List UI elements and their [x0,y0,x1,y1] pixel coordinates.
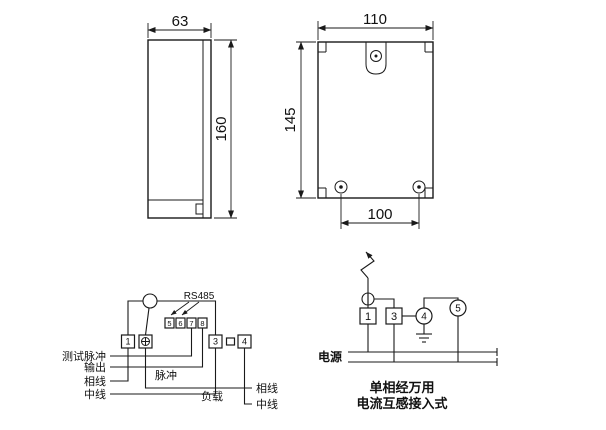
pulse-label: 脉冲 [155,368,177,382]
front-corner-mark-br [424,187,433,198]
load-neutral-label: 中线 [256,397,278,411]
output-label: 输出 [84,360,106,374]
ct-caption-line1: 单相经万用 [369,380,434,395]
aux-terminal-5-label: 5 [167,319,171,328]
wire-4-to-5 [423,297,459,308]
phase-in-label: 相线 [84,374,106,388]
front-corner-mark-tr [424,42,433,53]
ct-terminal-4-label: 4 [421,312,427,323]
terminal-link-box [225,337,236,346]
aux-terminal-6-box [175,317,186,329]
wire-coil-out [144,307,150,336]
mounting-hole-left [334,180,348,194]
wire-load-phase [144,348,252,389]
earth-ground-icon [416,324,432,343]
wire-ct-secondary [374,298,395,308]
terminal-4-label: 4 [242,337,247,347]
wire-phase-in [110,348,129,382]
current-coil-icon [142,293,158,309]
terminal-1-label: 1 [125,337,130,347]
power-source-label: 电源 [318,349,342,364]
front-corner-mark-tl [318,42,327,53]
side-view-notch [195,203,204,215]
ct-caption-line2: 电流互感接入式 [356,396,447,411]
aux-terminal-7-label: 7 [189,319,193,328]
terminal-3-label: 3 [213,337,218,347]
rs485-leader-1 [170,301,190,316]
terminal-2-screw-icon [141,337,150,346]
rs485-label: RS485 [184,291,215,302]
front-corner-mark-bl [318,187,327,198]
load-phase-label: 相线 [256,381,278,395]
aux-terminal-8-label: 8 [200,319,204,328]
front-view-width-dimension: 110 [317,11,434,40]
hanger-screw-hole [370,50,382,62]
hanger-screw-center [374,54,378,58]
side-view-height-dimension: 160 [213,39,237,219]
side-view-body [147,39,212,219]
front-width-dim-label: 110 [363,11,387,28]
front-height-dim-label: 145 [282,107,299,132]
wire-coil-in [127,300,143,335]
front-view-height-dimension: 145 [282,41,316,199]
direct-wiring-diagram: 1 3 4 5 6 7 8 RS485 测试脉 [62,291,278,411]
ct-terminal-1-label: 1 [365,311,371,323]
mounting-hole-left-center [339,185,343,189]
side-height-dim-label: 160 [213,116,230,141]
aux-terminal-5-box [164,317,175,329]
load-label: 负载 [201,389,223,403]
ct-terminal-5-label: 5 [455,304,461,315]
front-view-drawing [317,41,434,199]
hanger-slot [365,42,387,75]
wire-load-neutral [243,348,252,405]
neutral-in-label: 中线 [84,387,106,401]
wire-pulse-2 [110,328,204,368]
front-view-body [317,41,434,199]
side-width-dim-label: 63 [172,13,189,30]
ct-terminal-3-label: 3 [391,311,397,323]
test-pulse-label: 测试脉冲 [62,349,106,363]
front-view-hole-span-dimension: 100 [340,194,420,229]
side-view-drawing [147,39,212,219]
aux-terminal-6-label: 6 [178,319,182,328]
wire-coil-to-neutral [157,300,217,335]
mounting-hole-right-center [417,185,421,189]
mounting-hole-right [412,180,426,194]
rs485-leader-2 [181,301,200,316]
supply-break-arrow-icon [360,251,375,279]
wire-pulse-1 [110,328,193,357]
ct-wiring-diagram: 1 3 4 5 电源 单相经万用 电流互感接入式 [318,251,498,411]
side-view-width-dimension: 63 [147,13,212,38]
wire-neutral-in [110,348,217,395]
hole-span-dim-label: 100 [367,206,392,223]
